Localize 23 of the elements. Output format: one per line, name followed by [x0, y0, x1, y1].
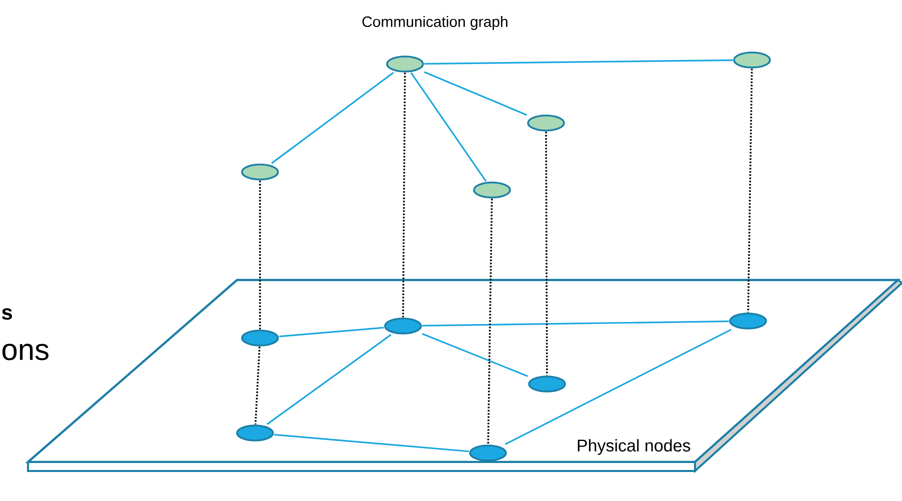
- text-fragment: s: [2, 308, 12, 320]
- connector-line: [424, 59, 733, 65]
- graph-node: [473, 182, 511, 198]
- graph-node: [241, 164, 279, 180]
- connector-line: [424, 71, 528, 116]
- connector-line: [422, 320, 729, 327]
- connector-line: [422, 333, 528, 378]
- dotted-line: [747, 68, 753, 312]
- dotted-line: [545, 132, 548, 376]
- connector-line: [279, 326, 384, 338]
- graph-node: [386, 56, 424, 72]
- connector-line: [266, 334, 392, 425]
- dotted-line: [259, 180, 261, 330]
- graph-title: Communication graph: [362, 16, 508, 30]
- connector-line: [271, 72, 394, 164]
- graph-node: [527, 114, 565, 132]
- connector-line: [410, 72, 487, 182]
- dotted-line: [402, 72, 406, 318]
- connector-line: [504, 329, 732, 446]
- dotted-line: [254, 346, 260, 424]
- dotted-line: [487, 198, 493, 444]
- connector-line: [274, 434, 469, 452]
- graph-node: [733, 52, 771, 68]
